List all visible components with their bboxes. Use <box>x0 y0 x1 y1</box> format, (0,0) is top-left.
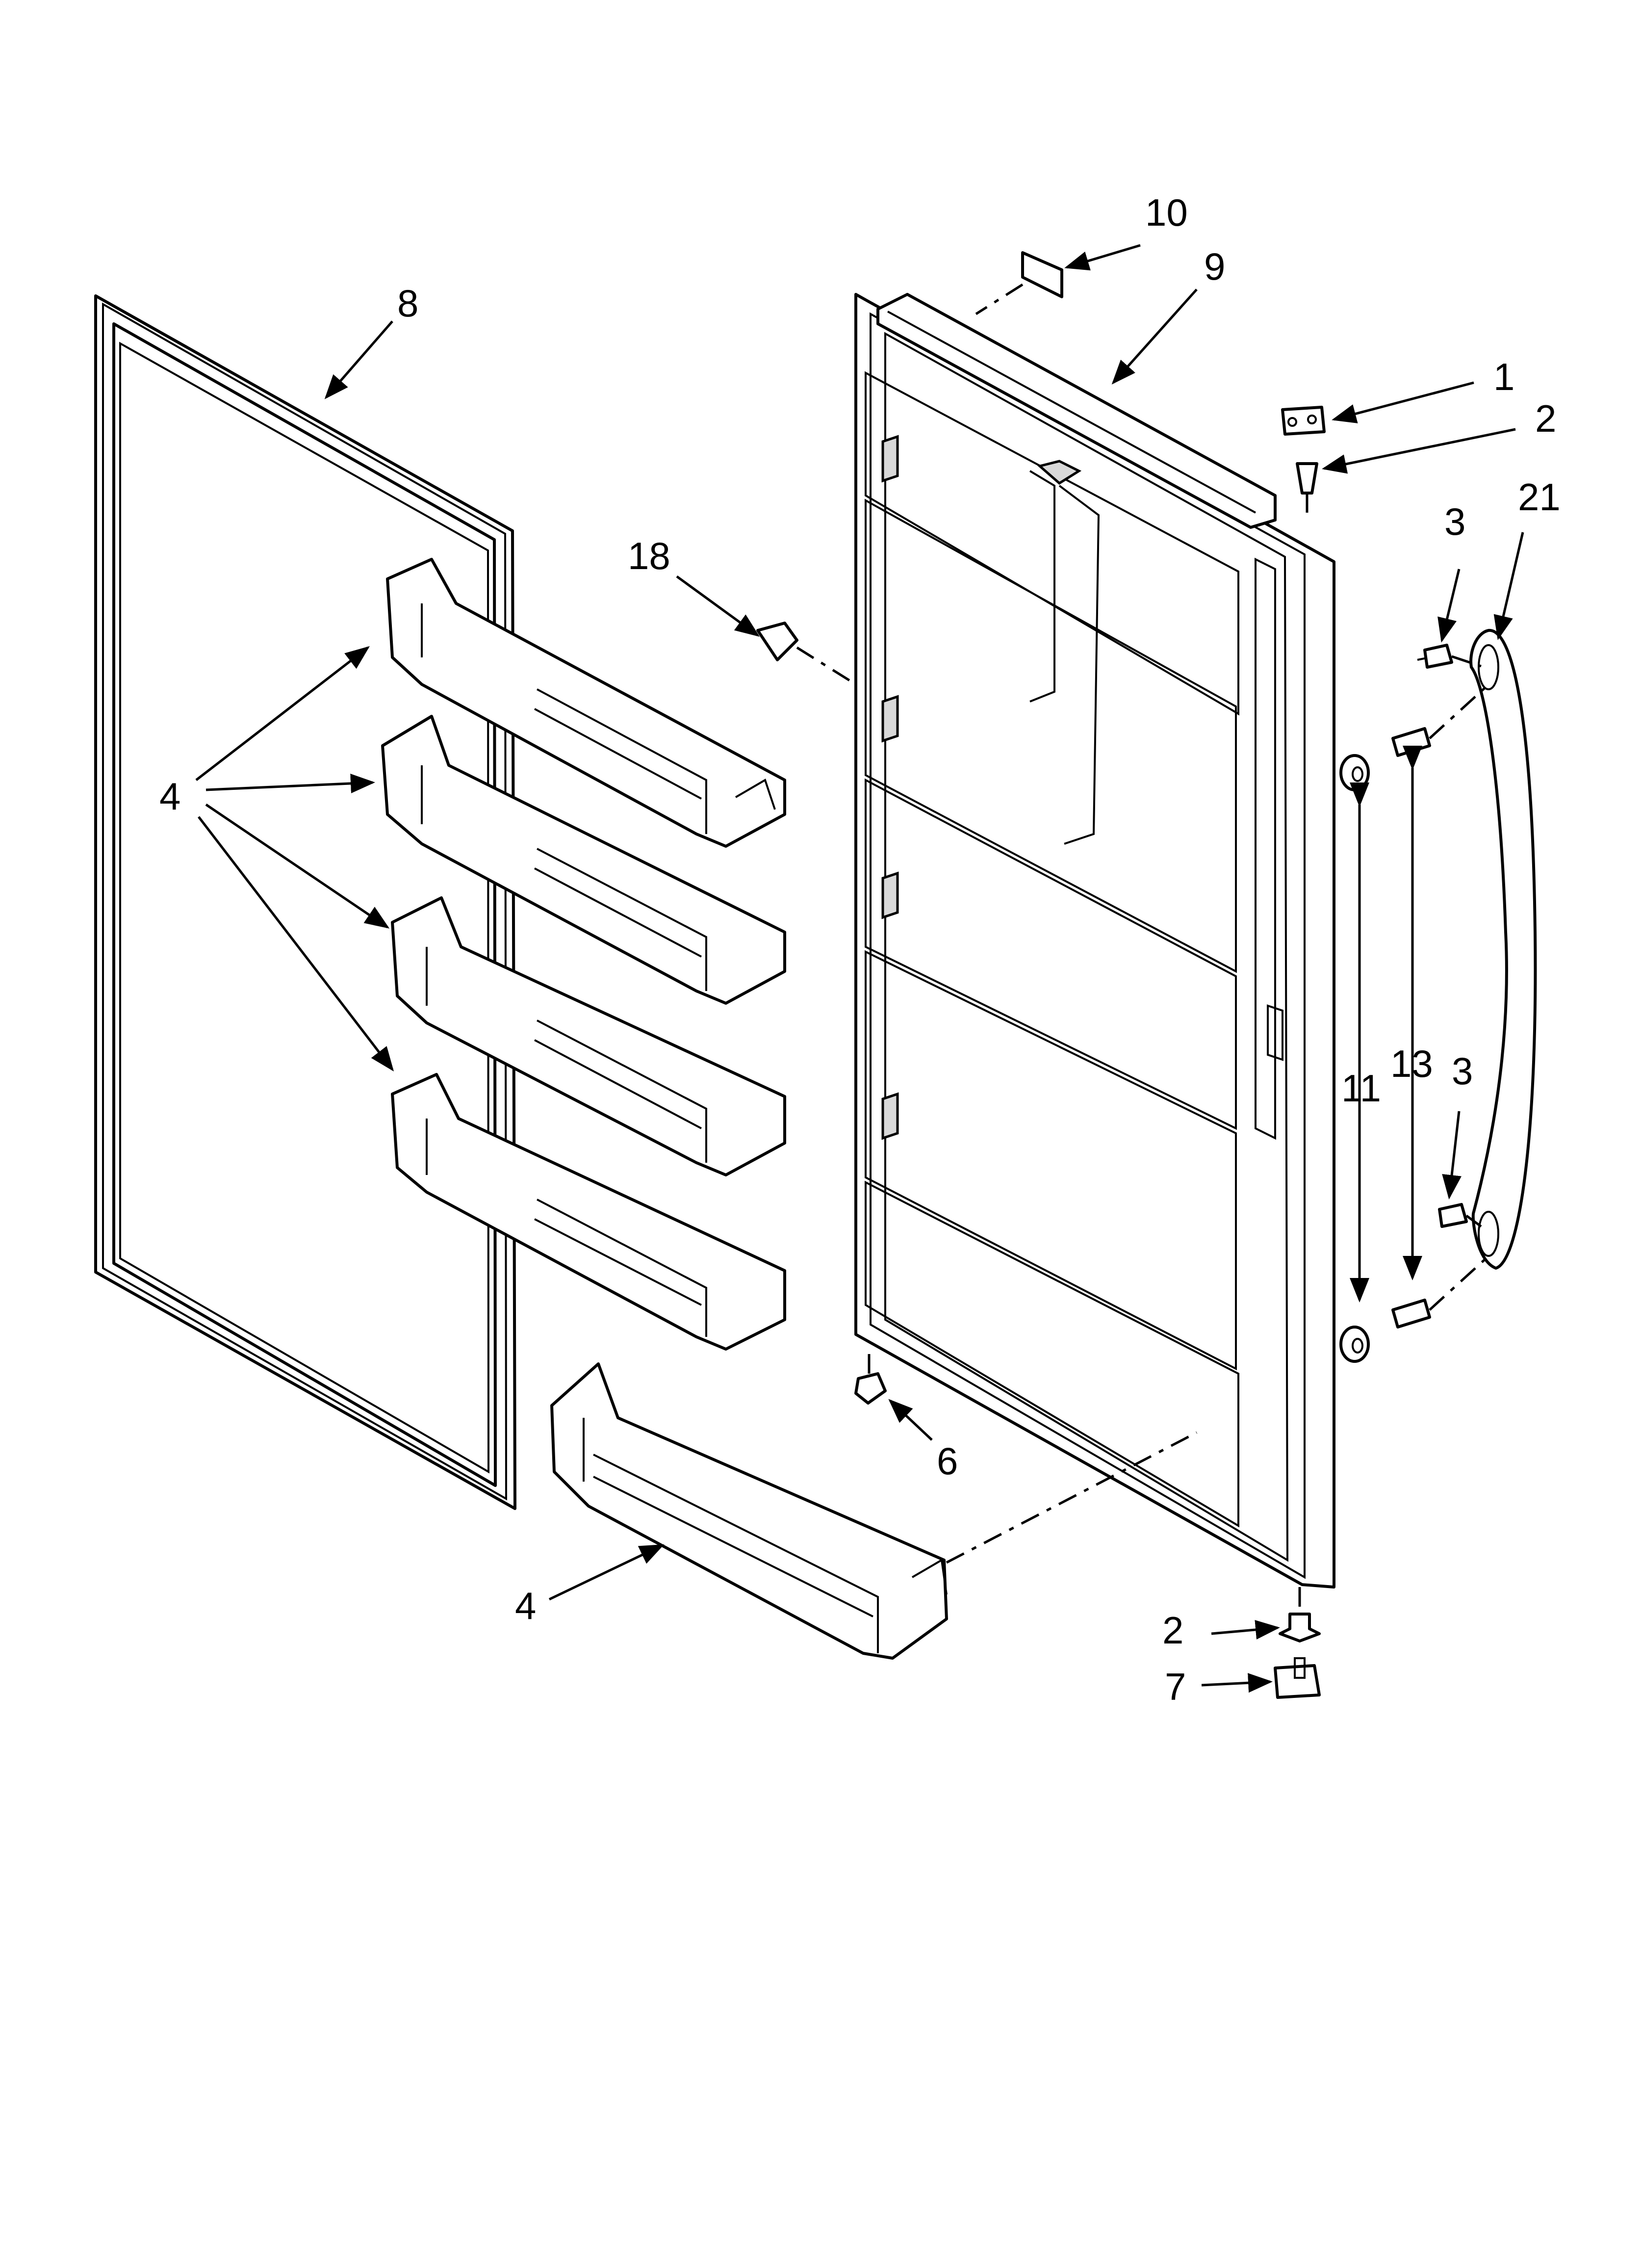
spacer-bottom <box>1339 1326 1370 1363</box>
shelf-clip <box>756 622 857 686</box>
door-bin-3 <box>391 896 786 1176</box>
door-bin-5 <box>550 1362 948 1660</box>
door-stop <box>854 1354 887 1405</box>
spacer-top <box>1339 754 1370 791</box>
callout-3-bottom: 3 <box>1452 1049 1473 1093</box>
callout-2-bottom: 2 <box>1162 1609 1183 1652</box>
door-bin-4 <box>391 1073 786 1351</box>
callout-6: 6 <box>937 1439 958 1483</box>
callout-18: 18 <box>628 534 670 577</box>
hinge-bushing-bottom <box>1279 1587 1321 1642</box>
callout-10: 10 <box>1145 191 1188 234</box>
top-hinge <box>1281 406 1326 436</box>
callout-4-bottom: 4 <box>515 1584 536 1627</box>
screw-top <box>1417 644 1482 669</box>
callout-11: 11 <box>1341 1067 1381 1110</box>
callout-4-main: 4 <box>159 775 180 818</box>
callout-1: 1 <box>1493 355 1514 398</box>
top-cap-trim <box>876 293 1277 529</box>
handle-screw-bottom <box>1391 1257 1487 1329</box>
callout-3-top: 3 <box>1444 500 1465 543</box>
callout-8: 8 <box>397 282 418 325</box>
callout-2-top: 2 <box>1535 397 1556 440</box>
hinge-bushing-top <box>1296 462 1318 520</box>
label-part <box>975 251 1063 315</box>
callout-9: 9 <box>1204 245 1225 288</box>
callout-21: 21 <box>1518 475 1561 519</box>
callout-7: 7 <box>1165 1665 1186 1708</box>
screw-bottom <box>1438 1203 1482 1228</box>
callout-13: 13 <box>1390 1042 1433 1085</box>
handle-screw-top <box>1391 686 1487 757</box>
door-bin-1 <box>386 558 786 848</box>
bottom-hinge <box>1274 1657 1321 1699</box>
door-bin-2 <box>381 715 786 1005</box>
door-gasket <box>94 294 516 1510</box>
door-handle <box>1469 628 1537 1270</box>
door-bins <box>381 558 948 1660</box>
